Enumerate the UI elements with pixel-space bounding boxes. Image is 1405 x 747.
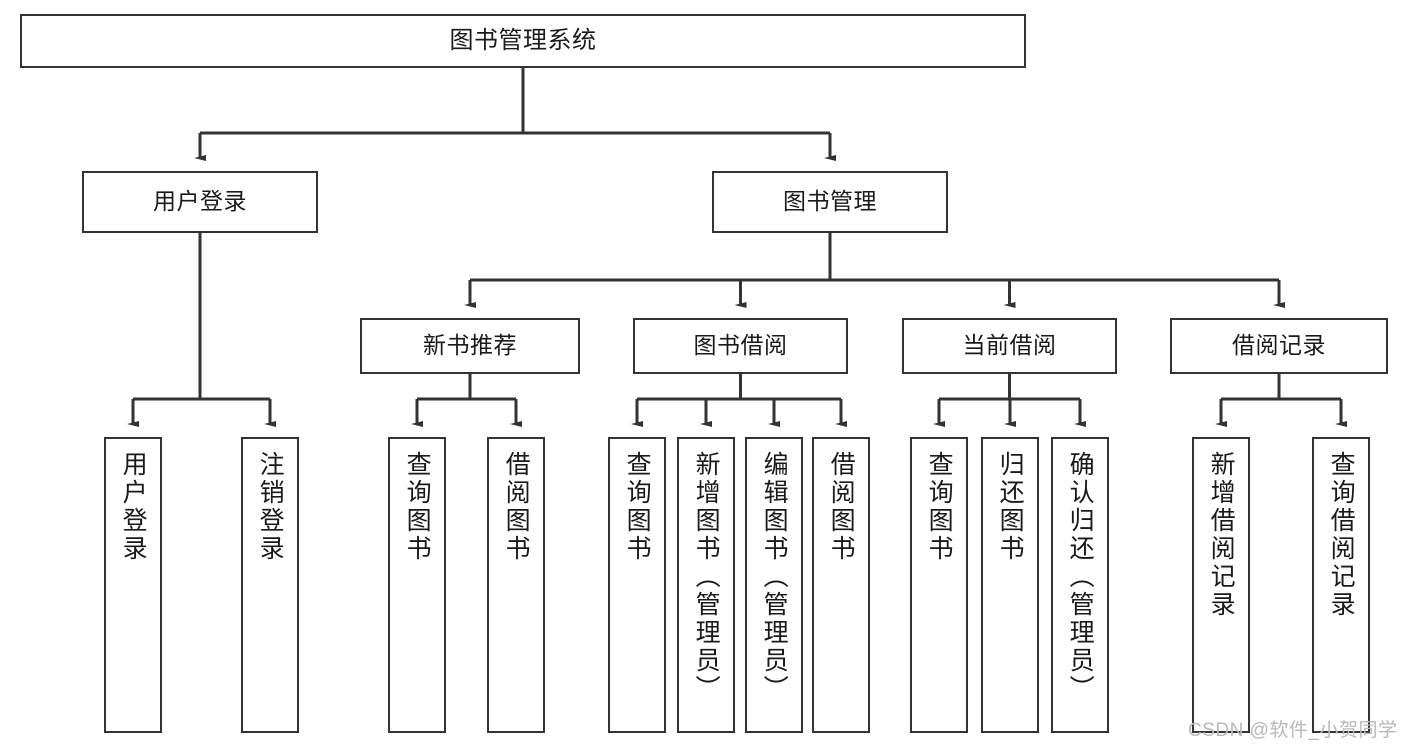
node-label: 当前借阅 [962, 332, 1057, 359]
node-leaf-user-login[interactable]: 用户登录 [104, 437, 162, 733]
node-leaf-add-record[interactable]: 新增借阅记录 [1192, 437, 1250, 733]
node-label: 图书管理系统 [449, 26, 597, 54]
node-leaf-borrow-book-2[interactable]: 借阅图书 [812, 437, 870, 733]
node-label: 用户登录 [153, 188, 247, 215]
node-current-loan[interactable]: 当前借阅 [902, 318, 1117, 374]
node-label: 归还图书 [996, 451, 1025, 563]
node-label: 借阅图书 [827, 451, 856, 563]
node-label: 新增借阅记录 [1207, 451, 1236, 619]
node-root[interactable]: 图书管理系统 [20, 14, 1026, 68]
node-leaf-return-book[interactable]: 归还图书 [981, 437, 1039, 733]
node-book-manage[interactable]: 图书管理 [712, 171, 948, 233]
node-leaf-add-book[interactable]: 新增图书（管理员） [677, 437, 735, 733]
node-leaf-query-book-2[interactable]: 查询图书 [608, 437, 666, 733]
node-label: 新增图书（管理员） [692, 451, 721, 703]
node-leaf-edit-book[interactable]: 编辑图书（管理员） [745, 437, 803, 733]
node-label: 查询借阅记录 [1327, 451, 1356, 619]
node-label: 编辑图书（管理员） [760, 451, 789, 703]
csdn-watermark: CSDN @软件_小贺同学 [1188, 720, 1398, 741]
node-label: 图书管理 [783, 188, 877, 215]
node-label: 借阅图书 [502, 451, 531, 563]
node-leaf-query-book-1[interactable]: 查询图书 [388, 437, 446, 733]
node-loan-record[interactable]: 借阅记录 [1170, 318, 1388, 374]
node-label: 确认归还（管理员） [1066, 451, 1095, 703]
node-label: 查询图书 [623, 451, 652, 563]
node-new-book-rec[interactable]: 新书推荐 [360, 318, 580, 374]
node-label: 图书借阅 [693, 332, 788, 359]
node-label: 查询图书 [403, 451, 432, 563]
node-label: 新书推荐 [423, 332, 517, 359]
node-leaf-user-logout[interactable]: 注销登录 [241, 437, 299, 733]
node-label: 注销登录 [256, 451, 285, 563]
node-user-login[interactable]: 用户登录 [82, 171, 318, 233]
node-leaf-confirm-return[interactable]: 确认归还（管理员） [1051, 437, 1109, 733]
node-label: 用户登录 [119, 451, 148, 563]
node-book-borrow[interactable]: 图书借阅 [633, 318, 848, 374]
node-leaf-borrow-book-1[interactable]: 借阅图书 [487, 437, 545, 733]
node-label: 查询图书 [925, 451, 954, 563]
node-leaf-query-record[interactable]: 查询借阅记录 [1312, 437, 1370, 733]
node-leaf-query-book-3[interactable]: 查询图书 [910, 437, 968, 733]
node-label: 借阅记录 [1232, 332, 1326, 359]
